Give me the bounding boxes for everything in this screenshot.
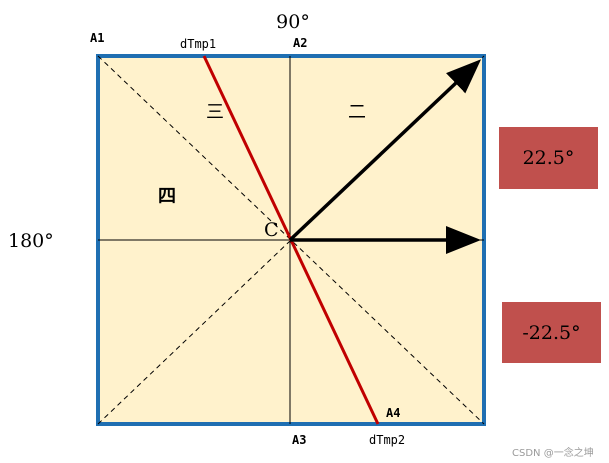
zone-two-label: 二 — [348, 102, 366, 123]
angle-180-label: 180° — [8, 230, 54, 252]
diagonal-arrow — [288, 59, 482, 242]
zone-three-label: 三 — [206, 102, 224, 123]
point-a2-label: A2 — [293, 36, 307, 50]
angle-negative-value: -22.5° — [522, 321, 581, 344]
diagonal-a1-corner — [97, 55, 485, 425]
zone-four-label: 四 — [158, 186, 176, 207]
angle-positive-box: 22.5° — [499, 127, 598, 189]
center-label: C — [264, 219, 279, 241]
point-a1-label: A1 — [90, 31, 104, 45]
watermark-text: CSDN @一念之坤 — [512, 446, 594, 459]
dtmp1-label: dTmp1 — [180, 37, 216, 51]
point-a4-label: A4 — [386, 406, 400, 420]
angle-positive-value: 22.5° — [522, 147, 575, 169]
angle-negative-box: -22.5° — [502, 302, 601, 363]
point-a3-label: A3 — [292, 433, 306, 447]
angle-90-label: 90° — [276, 11, 310, 33]
dtmp2-label: dTmp2 — [369, 433, 405, 447]
